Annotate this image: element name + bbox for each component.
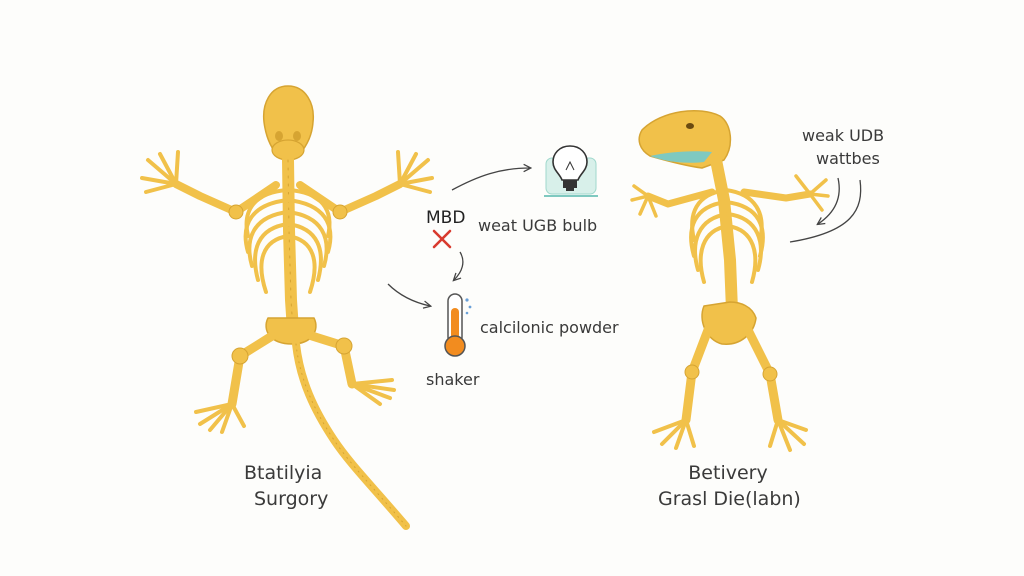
right-note-line1: weak UDB	[802, 126, 885, 145]
right-note: weak UDB wattbes	[802, 124, 884, 170]
arrow-to-thermometer	[387, 283, 430, 306]
flow-arrows	[387, 168, 862, 306]
right-dino-skeleton	[630, 110, 830, 452]
left-caption: Btatilyia Surgory	[244, 460, 328, 512]
shaker-label: shaker	[426, 370, 480, 389]
left-caption-line2: Surgory	[254, 488, 329, 510]
thermometer-icon	[444, 293, 472, 357]
right-caption: Betivery Grasl Die(labn)	[658, 460, 801, 512]
bulb-label: weat UGB bulb	[478, 216, 598, 235]
left-lizard-skeleton	[140, 85, 434, 530]
left-caption-line1: Btatilyia	[244, 462, 323, 484]
light-bulb-icon	[544, 145, 598, 197]
powder-label: calcilonic powder	[480, 318, 619, 337]
right-note-arrow-2	[789, 179, 862, 243]
right-mouth	[650, 151, 712, 163]
right-note-arrow-1	[818, 177, 840, 224]
cross-icon	[432, 229, 452, 249]
right-caption-line2: Grasl Die(labn)	[658, 488, 801, 510]
arrow-to-bulb	[451, 168, 530, 191]
right-caption-line1: Betivery	[688, 462, 768, 484]
mbd-label: MBD	[426, 208, 466, 228]
right-note-line2: wattbes	[816, 149, 880, 168]
arrow-down	[454, 251, 464, 280]
